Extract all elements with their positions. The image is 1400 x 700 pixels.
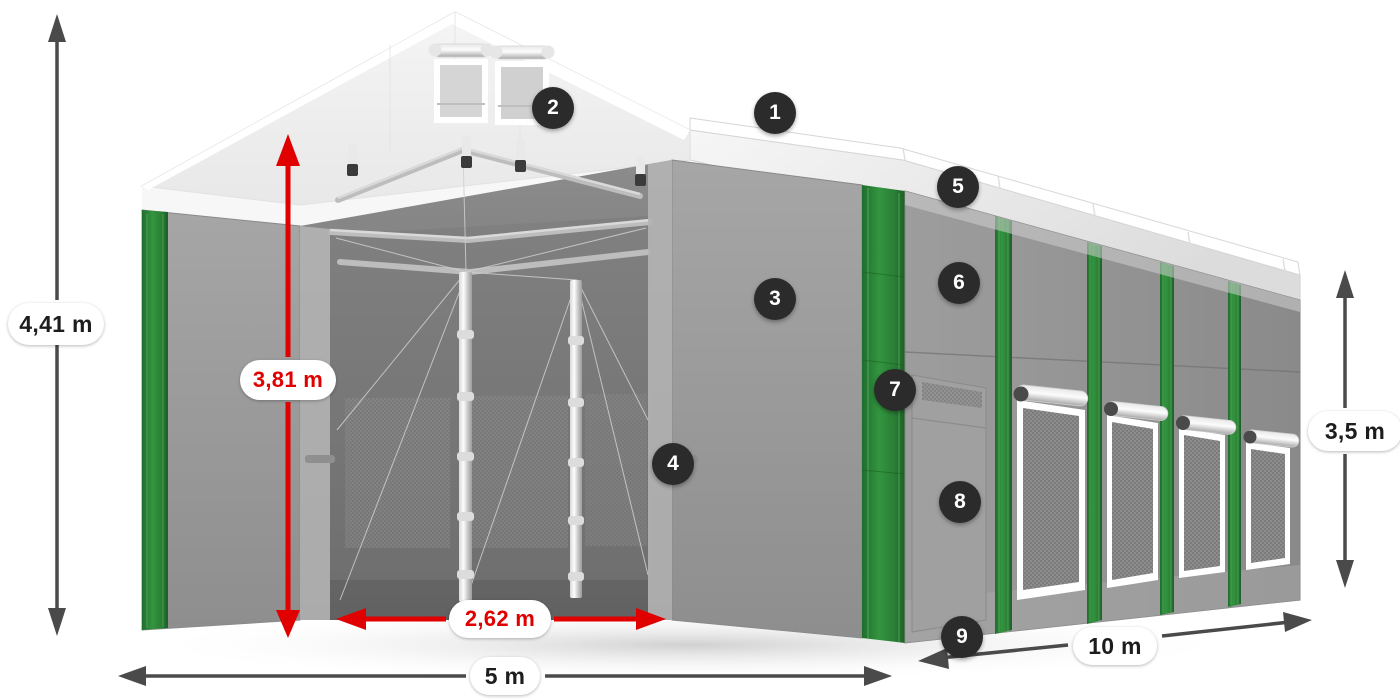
callout-number: 5 (952, 175, 964, 198)
interior-roof-beams-highlight (329, 146, 651, 240)
arrow-total-height (48, 14, 66, 636)
gable-window-left (434, 59, 488, 123)
dimension-value: 3,81 m (252, 367, 324, 392)
corner-strip-right-seams (861, 271, 906, 475)
dimension-arrows (48, 14, 1354, 686)
callout-number: 1 (769, 101, 781, 124)
interior-mesh-panel-2 (468, 396, 568, 548)
corner-strip-right (862, 185, 905, 643)
dimension-label-side-wall-height: 3,5 m (1308, 411, 1400, 451)
interior-mesh-panel-1 (345, 398, 450, 548)
callout-badge-9[interactable]: 9 (941, 616, 983, 658)
arrow-gable-width (118, 666, 892, 686)
side-window-4 (1246, 442, 1290, 570)
callout-badge-1[interactable]: 1 (754, 92, 796, 134)
interior-support-poles (457, 272, 584, 602)
arrow-door-width (336, 608, 666, 630)
roof-strap-clamps (347, 136, 646, 186)
callout-number: 7 (889, 378, 901, 401)
corner-strip-left-stitch (146, 214, 164, 628)
door-leaf-left (300, 226, 330, 620)
side-window-roll-covers (1013, 384, 1300, 448)
dimension-value: 5 m (484, 662, 526, 689)
callout-badge-7[interactable]: 7 (874, 369, 916, 411)
dimension-value: 3,5 m (1324, 417, 1386, 444)
gable-window-roll-covers (428, 43, 555, 60)
dimension-label-door-width: 2,62 m (449, 600, 551, 638)
roof-eave-shadow (905, 191, 1300, 312)
callout-badge-6[interactable]: 6 (938, 262, 980, 304)
interior-roof-beams (327, 147, 653, 275)
arrow-door-height (276, 134, 300, 638)
callout-number: 6 (953, 271, 965, 294)
callout-number: 3 (769, 287, 781, 310)
side-window-1 (1017, 400, 1085, 600)
door-handle-left (305, 455, 335, 463)
corner-strip-right-stitch (867, 188, 900, 642)
dimension-label-door-height: 3,81 m (240, 360, 336, 400)
callout-badge-2[interactable]: 2 (532, 87, 574, 129)
dimension-label-total-height: 4,41 m (8, 303, 104, 345)
callout-badge-3[interactable]: 3 (754, 278, 796, 320)
roof-ridge-band (689, 117, 1301, 276)
arrow-side-wall-height (1336, 270, 1354, 588)
callout-number: 8 (954, 490, 966, 513)
callout-badge-5[interactable]: 5 (937, 166, 979, 208)
callout-number: 9 (956, 625, 968, 648)
callout-badge-8[interactable]: 8 (939, 481, 981, 523)
dimension-label-side-length: 10 m (1073, 627, 1157, 665)
corner-strip-left (142, 210, 168, 630)
dimension-value: 10 m (1088, 632, 1142, 659)
callout-number: 4 (667, 452, 679, 475)
side-window-3 (1179, 428, 1225, 578)
side-windows (1017, 400, 1290, 600)
dimension-label-gable-width: 5 m (470, 657, 540, 695)
interior-bracing-cables (335, 149, 649, 601)
dimension-value: 4,41 m (19, 310, 93, 337)
pole-couplers (457, 330, 584, 581)
callout-badge-4[interactable]: 4 (652, 443, 694, 485)
door-leaf-right (648, 160, 672, 620)
side-green-strips-stitch (998, 218, 1239, 632)
dimension-value: 2,62 m (464, 606, 536, 631)
callout-number: 2 (547, 96, 559, 119)
gable-wall-right (671, 159, 863, 639)
interior-mesh-panel-3 (585, 394, 647, 546)
side-window-2 (1107, 415, 1158, 588)
roof-seams (902, 147, 1286, 272)
